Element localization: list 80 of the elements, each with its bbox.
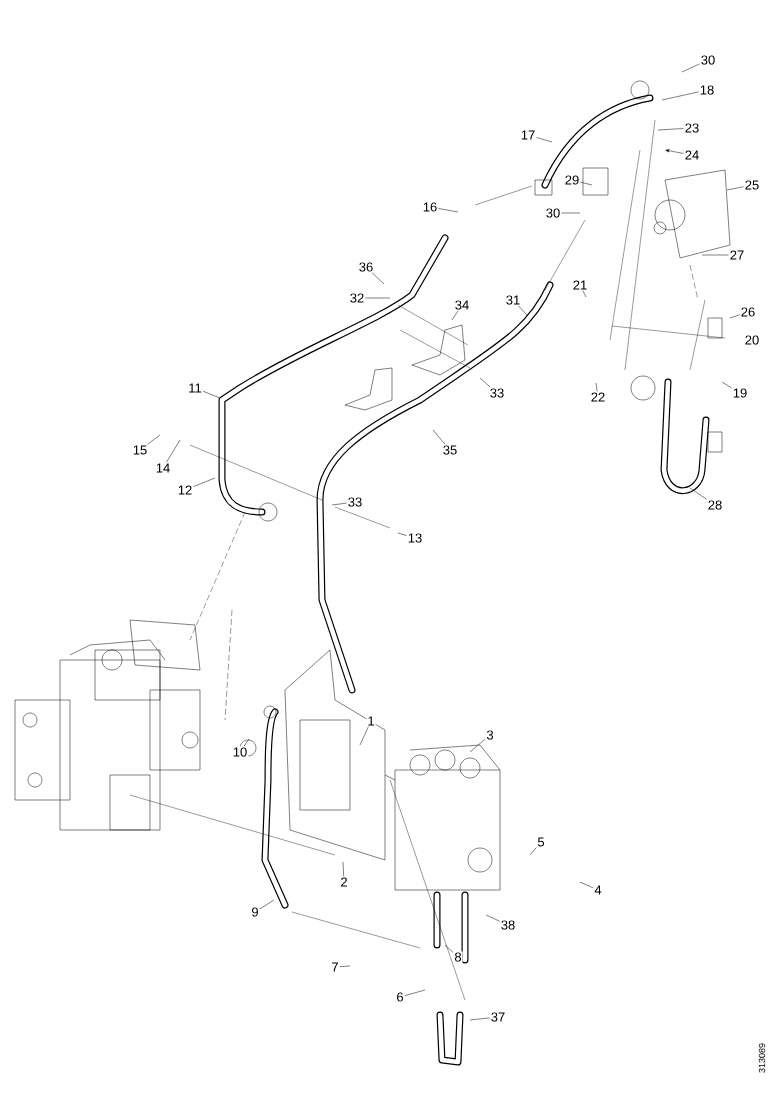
- leader-line: [331, 502, 347, 506]
- leader-line: [342, 861, 344, 877]
- leader-line: [339, 965, 351, 967]
- callout-number: 18: [698, 84, 716, 96]
- leader-line: [661, 91, 699, 101]
- callout-number: 38: [499, 919, 517, 931]
- leader-line: [582, 290, 587, 298]
- callout-number: 25: [743, 179, 761, 191]
- leader-line: [166, 439, 181, 463]
- drawing-number: 313089: [758, 1043, 766, 1073]
- leader-line: [243, 738, 250, 747]
- callout-number: 27: [728, 249, 746, 261]
- callout-number: 33: [488, 387, 506, 399]
- callout-number: 15: [131, 444, 149, 456]
- callout-number: 36: [357, 261, 375, 273]
- callout-number: 12: [176, 484, 194, 496]
- leader-line: [444, 944, 454, 953]
- leader-line: [371, 272, 385, 285]
- leader-line: [689, 487, 707, 500]
- leader-line: [479, 377, 491, 388]
- callout-number: 10: [231, 746, 249, 758]
- leader-line: [397, 532, 407, 536]
- callout-number: 16: [421, 201, 439, 213]
- leader-line: [580, 181, 593, 186]
- leader-line: [681, 63, 700, 73]
- callout-number: 22: [589, 391, 607, 403]
- callout-number: 6: [395, 991, 405, 1003]
- leader-line: [259, 899, 275, 910]
- callout-number: 19: [731, 387, 749, 399]
- leader-line: [359, 726, 369, 746]
- callout-number: 33: [346, 496, 364, 508]
- leader-line: [193, 477, 216, 487]
- callout-number: 11: [187, 382, 203, 394]
- callout-number: 17: [519, 129, 537, 141]
- callout-number: 28: [706, 499, 724, 511]
- leader-line: [657, 128, 684, 131]
- callout-number: 14: [154, 462, 172, 474]
- callout-number: 5: [536, 836, 546, 848]
- leader-line: [147, 434, 161, 445]
- callout-number: 29: [563, 174, 581, 186]
- leader-line: [404, 989, 426, 996]
- callout-number: 35: [441, 444, 459, 456]
- callout-number: 3: [485, 729, 495, 741]
- leader-line: [561, 212, 581, 214]
- callout-number: 26: [739, 306, 757, 318]
- callout-number: 30: [544, 207, 562, 219]
- callout-number: 1: [366, 715, 376, 727]
- callout-number: 20: [743, 334, 761, 346]
- leader-line: [665, 149, 684, 154]
- leader-line: [469, 738, 486, 753]
- leader-line: [438, 208, 459, 213]
- leader-line: [365, 297, 391, 299]
- callout-number: 4: [593, 884, 603, 896]
- leader-line: [579, 881, 594, 889]
- leader-line: [721, 381, 732, 389]
- leader-line: [729, 314, 740, 319]
- callout-number: 31: [504, 294, 522, 306]
- callout-number: 23: [683, 122, 701, 134]
- callout-number: 32: [348, 292, 366, 304]
- callout-number: 9: [250, 906, 260, 918]
- leader-line: [432, 429, 446, 445]
- leader-line: [469, 1017, 490, 1021]
- callout-number: 30: [699, 54, 717, 66]
- callout-number: 13: [406, 532, 424, 544]
- callout-number: 21: [571, 279, 589, 291]
- callout-number: 34: [453, 299, 471, 311]
- leader-line: [726, 186, 744, 191]
- leader-line: [595, 382, 598, 392]
- callout-number: 2: [339, 876, 349, 888]
- callout-number: 7: [330, 961, 340, 973]
- leader-line: [536, 137, 553, 143]
- leader-line: [451, 310, 459, 321]
- callout-number: 24: [683, 149, 701, 161]
- leader-line: [485, 914, 500, 922]
- leader-line: [518, 305, 528, 316]
- leader-line: [202, 390, 221, 399]
- leader-line: [529, 847, 537, 856]
- callout-number: 37: [489, 1011, 507, 1023]
- leader-line: [701, 254, 729, 256]
- callout-number: 8: [453, 951, 463, 963]
